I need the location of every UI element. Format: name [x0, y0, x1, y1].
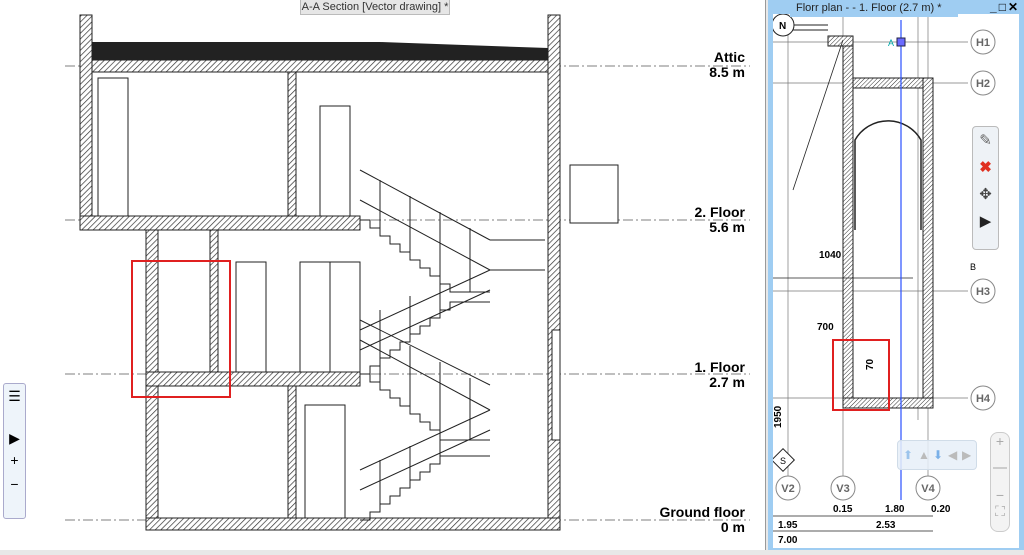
north-marker[interactable]: N	[773, 14, 795, 37]
selection-highlight[interactable]	[131, 260, 231, 398]
floor-plan-window: Florr plan - - 1. Floor (2.7 m) * _□✕	[768, 0, 1024, 550]
minimize-button[interactable]: _	[990, 0, 999, 14]
delete-icon[interactable]: ✖	[979, 159, 992, 176]
floor-plan-canvas[interactable]: A B S H1 H2 H3 H4 V2 V3 V4 1040 700 70 1…	[773, 14, 1019, 548]
section-drawing[interactable]	[0, 0, 766, 550]
arrow-right-icon[interactable]: ▶	[962, 448, 972, 462]
grid-row-markers: H1 H2 H3 H4 V2 V3 V4	[775, 29, 996, 501]
svg-text:H3: H3	[976, 286, 990, 298]
svg-text:700: 700	[817, 322, 834, 333]
section-mark-a: A	[888, 38, 894, 48]
zoom-out-icon[interactable]: −	[995, 487, 1005, 503]
svg-text:1.95: 1.95	[778, 520, 798, 531]
svg-text:0.20: 0.20	[931, 504, 951, 515]
svg-text:V4: V4	[921, 483, 935, 495]
pencil-icon[interactable]: ✎	[979, 132, 992, 149]
close-button[interactable]: ✕	[1007, 0, 1020, 14]
svg-text:70: 70	[865, 358, 876, 370]
plan-window-title[interactable]: Florr plan - - 1. Floor (2.7 m) *	[790, 0, 958, 17]
play-icon[interactable]: ▶	[979, 213, 992, 230]
fit-icon[interactable]: ⛶	[995, 503, 1005, 519]
svg-text:N: N	[779, 21, 786, 32]
south-marker[interactable]: S	[773, 447, 796, 473]
section-mark-b: B	[970, 262, 976, 272]
edit-toolbar: ✎ ✖ ✥ ▶	[972, 126, 999, 250]
slab-ground	[145, 517, 561, 531]
svg-text:0.15: 0.15	[833, 504, 853, 515]
section-window-title[interactable]: A-A Section [Vector drawing] *	[300, 0, 450, 15]
zoom-handle[interactable]	[993, 467, 1007, 469]
svg-text:H2: H2	[976, 78, 990, 90]
wall-right	[547, 14, 561, 531]
doors	[97, 77, 361, 519]
svg-text:S: S	[780, 456, 786, 466]
svg-text:7.00: 7.00	[778, 535, 798, 546]
side-toolbar: ☰ ▶ + −	[3, 383, 26, 519]
railing-posts	[379, 180, 471, 512]
zoom-in-icon[interactable]: +	[995, 433, 1005, 449]
zoom-slider[interactable]: + − ⛶	[990, 432, 1010, 532]
selection-highlight[interactable]	[832, 339, 890, 411]
svg-text:H1: H1	[976, 37, 990, 49]
svg-text:1950: 1950	[773, 405, 784, 428]
svg-text:1.80: 1.80	[885, 504, 905, 515]
dimensions: 1040 700 70 1950 0.15 1.80 0.20 1.95 2.5…	[773, 250, 951, 546]
maximize-button[interactable]: □	[998, 0, 1008, 14]
navigation-pad[interactable]: ⬆ ▲ ⬇ ◀ ▶	[897, 440, 977, 470]
svg-text:1040: 1040	[819, 250, 842, 261]
zoom-in-button[interactable]: +	[10, 452, 19, 468]
wall-left-upper	[79, 14, 93, 231]
stairs	[359, 169, 545, 521]
play-icon[interactable]: ▶	[9, 430, 20, 446]
roof	[88, 42, 548, 60]
svg-text:H4: H4	[976, 393, 991, 405]
window-buttons: _□✕	[990, 0, 1020, 14]
arrow-up-icon[interactable]: ▲	[918, 448, 930, 462]
svg-text:2.53: 2.53	[876, 520, 896, 531]
level-lines	[65, 65, 750, 521]
arrow-left-icon[interactable]: ◀	[948, 448, 958, 462]
arrow-up-blue-icon[interactable]: ⬆	[903, 448, 914, 462]
slab-1	[145, 371, 361, 387]
list-icon[interactable]: ☰	[8, 388, 21, 404]
slab-2	[79, 215, 361, 231]
svg-text:V3: V3	[836, 483, 849, 495]
floor-plan-drawing[interactable]: A B S H1 H2 H3 H4 V2 V3 V4 1040 700 70 1…	[773, 14, 1019, 548]
move-icon[interactable]: ✥	[979, 186, 992, 203]
svg-text:V2: V2	[781, 483, 794, 495]
zoom-out-button[interactable]: −	[10, 476, 19, 492]
arrow-down-blue-icon[interactable]: ⬇	[933, 448, 944, 462]
